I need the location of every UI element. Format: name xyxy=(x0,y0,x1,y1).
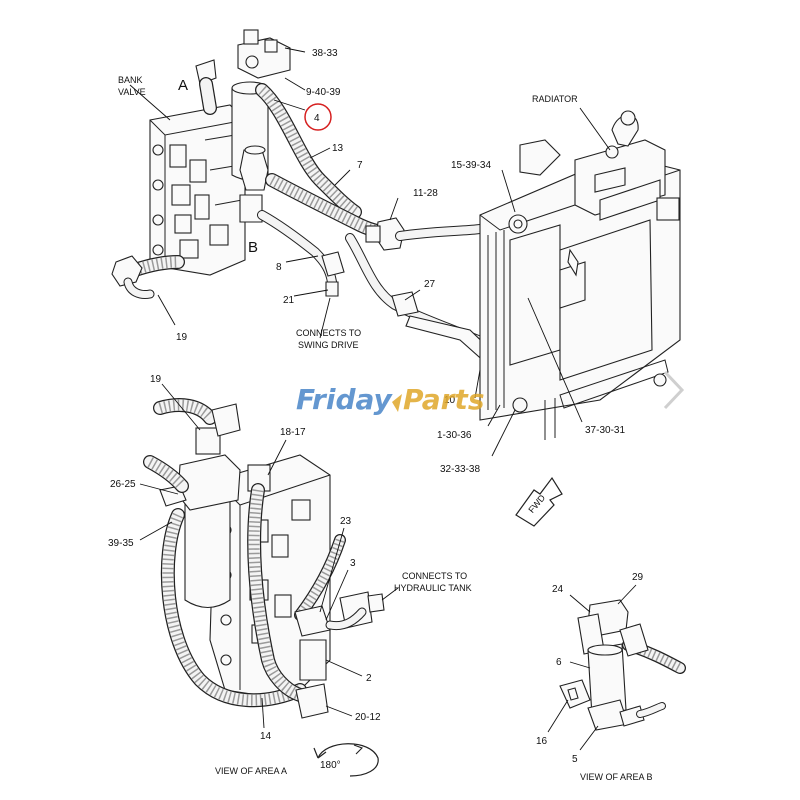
part-10: 10 xyxy=(444,395,456,406)
part-27: 27 xyxy=(424,279,436,290)
part-7: 7 xyxy=(357,160,363,171)
area-letter-b: B xyxy=(248,239,258,256)
part-39-35: 39-35 xyxy=(108,538,134,549)
filter-canister xyxy=(231,29,291,181)
bank-valve xyxy=(149,104,246,276)
part-20-12: 20-12 xyxy=(355,712,381,723)
watermark-part-2: Parts xyxy=(403,383,484,416)
part-14: 14 xyxy=(260,731,272,742)
radiator xyxy=(479,110,681,440)
elbow-11-28 xyxy=(365,217,405,251)
part-15-39-34: 15-39-34 xyxy=(451,160,491,171)
watermark-mark xyxy=(392,394,402,412)
part-16: 16 xyxy=(536,736,548,747)
part-3: 3 xyxy=(350,558,356,569)
view-area-b xyxy=(559,599,686,731)
part-1-30-36: 1-30-36 xyxy=(437,430,472,441)
view-a-caption: VIEW OF AREA A xyxy=(215,766,287,776)
part-37-30-31: 37-30-31 xyxy=(585,425,625,436)
labels: BANK VALVE A B RADIATOR 38-33 9-40-39 4 … xyxy=(108,48,653,782)
area-letter-a: A xyxy=(178,77,188,94)
hydraulic-tank-label-2: HYDRAULIC TANK xyxy=(394,583,472,593)
hydraulic-tank-label-1: CONNECTS TO xyxy=(402,571,467,581)
watermark-logo: Friday Parts xyxy=(296,383,484,416)
swing-drive-label-1: CONNECTS TO xyxy=(296,328,361,338)
part-8: 8 xyxy=(276,262,282,273)
bank-valve-label-2: VALVE xyxy=(118,87,146,97)
swing-drive-label-2: SWING DRIVE xyxy=(298,340,359,350)
part-9-40-39: 9-40-39 xyxy=(306,87,341,98)
part-2: 2 xyxy=(366,673,372,684)
part-19-top: 19 xyxy=(176,332,188,343)
radiator-label: RADIATOR xyxy=(532,94,578,104)
part-32-33-38: 32-33-38 xyxy=(440,464,480,475)
highlight-ring xyxy=(304,103,332,131)
view-area-a xyxy=(143,398,385,719)
view-b-caption: VIEW OF AREA B xyxy=(580,772,653,782)
chevron-right-icon xyxy=(663,370,685,410)
hose-8 xyxy=(257,210,345,297)
part-26-25: 26-25 xyxy=(110,479,136,490)
part-21: 21 xyxy=(283,295,295,306)
hose-13 xyxy=(255,83,362,219)
part-19-view-a: 19 xyxy=(150,374,162,385)
fitting-b xyxy=(239,145,269,223)
watermark-part-1: Friday xyxy=(296,383,394,416)
leader-lines xyxy=(129,47,637,751)
part-29: 29 xyxy=(632,572,644,583)
hose-19-top xyxy=(111,255,185,299)
part-11-28: 11-28 xyxy=(413,188,438,199)
part-6: 6 xyxy=(556,657,562,668)
part-38-33: 38-33 xyxy=(312,48,338,59)
part-13: 13 xyxy=(332,143,344,154)
part-5: 5 xyxy=(572,754,578,765)
part-4: 4 xyxy=(314,113,320,124)
part-18-17: 18-17 xyxy=(280,427,306,438)
rotation-label: 180° xyxy=(320,760,341,771)
fwd-arrow-icon xyxy=(515,476,563,527)
part-24: 24 xyxy=(552,584,564,595)
part-23: 23 xyxy=(340,516,352,527)
rotation-arrow-icon xyxy=(313,743,379,777)
bank-valve-label-1: BANK xyxy=(118,75,143,85)
fitting-a xyxy=(195,59,217,115)
